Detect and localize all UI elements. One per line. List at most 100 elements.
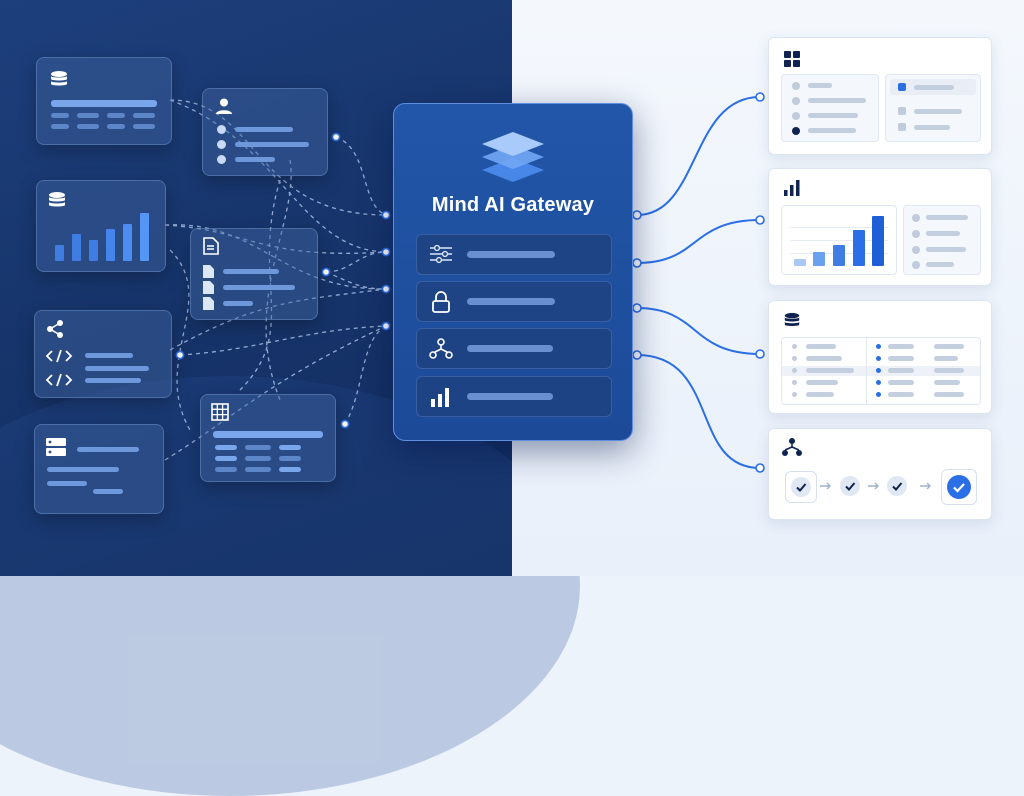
lock-icon [432,291,450,313]
check-icon [953,483,965,493]
source-link-line [265,159,292,401]
dashboard-grid-icon [784,51,800,67]
bar-chart-icon [431,388,449,407]
dashboard-list-panel [781,74,879,142]
document-icon [203,237,219,255]
output-link-line [636,307,761,355]
gateway-panel: Mind AI Gateway [393,103,633,441]
workflow-step-1 [785,471,817,503]
gateway-row-security[interactable] [416,281,612,322]
output-card-data-table [768,300,992,414]
share-icon [47,320,63,338]
user-icon [216,98,232,114]
database-icon [51,71,67,86]
connector-dot [331,132,341,142]
output-card-workflow [768,428,992,520]
stacked-layers-icon [482,132,544,182]
dashboard-detail-panel [885,74,981,142]
chart-bar [55,245,64,261]
chart-bar [140,213,149,261]
table-icon [211,403,229,421]
connector-dot [340,419,350,429]
chart-bar [106,229,115,261]
chart-legend-panel [903,205,981,275]
source-link-line [239,179,281,391]
connector-dot [381,210,391,220]
source-link-line [325,251,387,273]
arrow-right-icon [820,482,831,490]
workflow-icon [782,438,802,456]
connector-dot [381,321,391,331]
output-card-chart [768,168,992,286]
connector-dot [175,350,185,360]
connector-dot [755,215,765,225]
code-icon [45,349,73,363]
source-card-database-table [36,57,172,145]
gateway-row-settings[interactable] [416,234,612,275]
chart-bar [72,234,81,261]
connector-dot [632,210,642,220]
chart-panel [781,205,897,275]
gateway-row-analytics[interactable] [416,376,612,417]
grid-line [790,227,888,228]
workflow-step-3 [882,471,912,501]
chart-bar [123,224,132,261]
source-link-line [164,224,387,254]
connector-dot [632,258,642,268]
chart-bar [853,230,865,266]
source-link-line [169,288,387,351]
code-icon [45,373,73,387]
connector-dot [755,463,765,473]
output-link-line [636,354,761,469]
source-card-table [200,394,336,482]
workflow-step-final [941,469,977,505]
arrow-right-icon [920,482,931,490]
document-icon [203,265,214,278]
output-link-line [636,96,761,216]
connector-dot [381,284,391,294]
chart-bar [813,252,825,266]
sliders-icon [430,244,452,264]
source-card-code [34,310,172,398]
check-icon [796,483,807,492]
bar-chart-icon [784,180,800,196]
source-link-line [169,99,387,253]
data-table [781,337,981,405]
connector-dot [632,350,642,360]
grid-line [790,240,888,241]
source-bar-chart [51,211,153,261]
document-icon [203,281,214,294]
gateway-title: Mind AI Gateway [431,194,595,216]
source-link-line [335,136,387,216]
gateway-row-routing[interactable] [416,328,612,369]
output-card-dashboard [768,37,992,155]
source-link-line [325,271,387,290]
connector-dot [755,349,765,359]
chart-bar [872,216,884,266]
output-bar-chart [790,214,888,266]
chart-bar [794,259,806,266]
source-card-analytics [36,180,166,272]
database-icon [49,192,65,207]
source-link-line [169,249,191,431]
output-link-line [636,219,761,264]
connector-dot [321,267,331,277]
connector-dot [381,247,391,257]
chart-bar [89,240,98,261]
source-link-line [179,325,387,356]
source-card-server [34,424,164,514]
connection-lines [164,92,765,473]
database-icon [784,312,800,326]
workflow-step-2 [835,471,865,501]
source-link-line [344,325,387,425]
network-icon [429,338,453,359]
check-icon [892,482,903,491]
source-card-documents [190,228,318,320]
server-icon [46,438,66,456]
arrow-right-icon [868,482,879,490]
source-card-user-profile [202,88,328,176]
document-icon [203,297,214,310]
chart-bar [833,245,845,266]
source-link-line [164,224,387,290]
